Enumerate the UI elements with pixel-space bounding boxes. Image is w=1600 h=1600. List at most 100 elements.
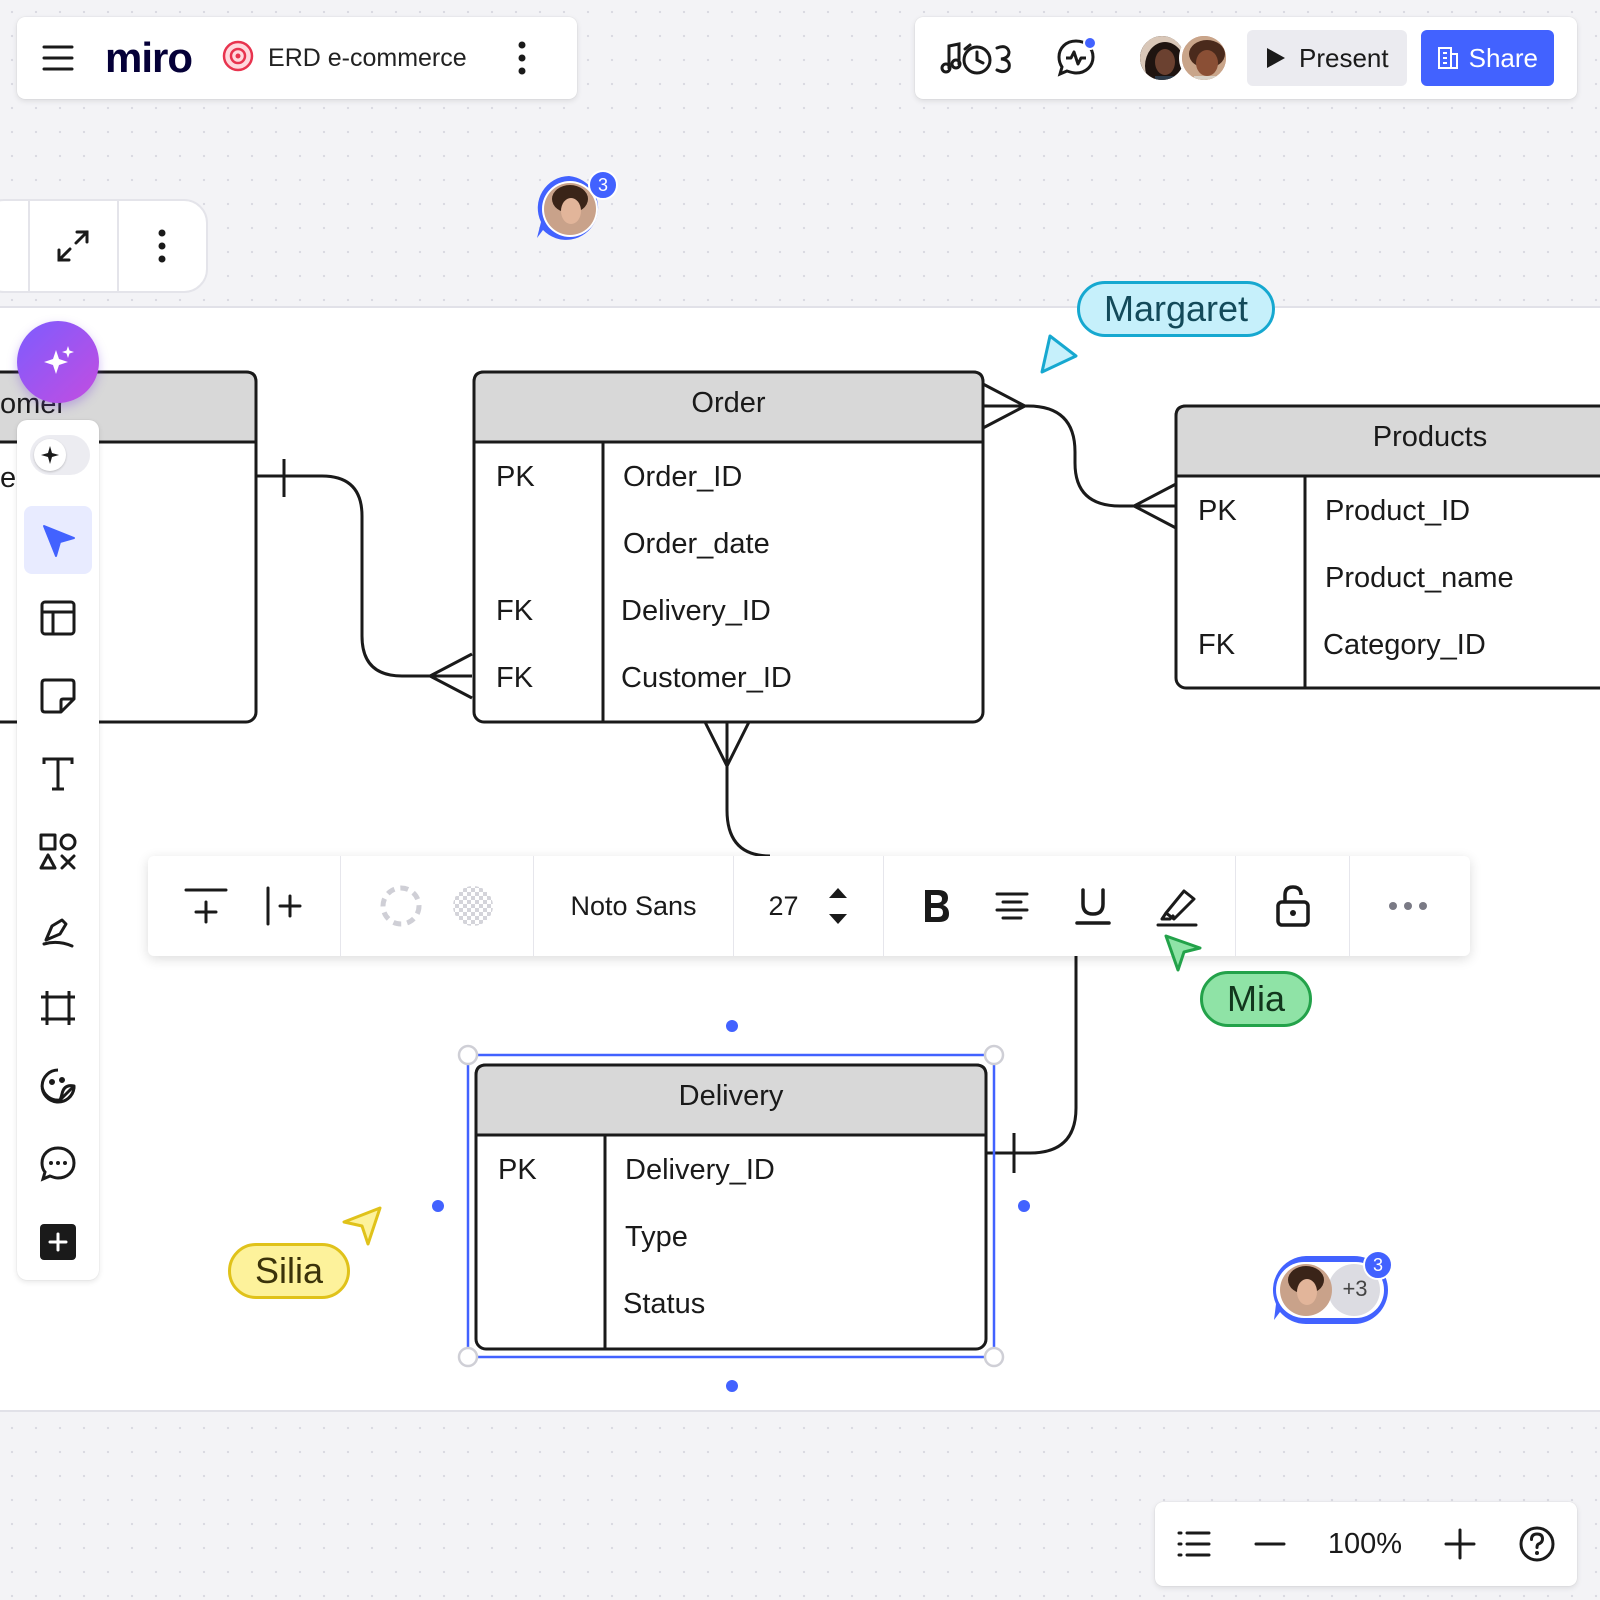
cursor-arrow-icon — [43, 525, 75, 557]
delivery-field-0[interactable]: Delivery_ID — [625, 1154, 775, 1186]
border-style-button[interactable] — [379, 884, 423, 928]
font-size-value[interactable]: 27 — [768, 890, 799, 921]
timer-music-button[interactable] — [937, 33, 1017, 83]
unlock-icon — [1275, 885, 1310, 927]
sparkle-knob-icon — [34, 439, 66, 471]
miro-logo: miro — [105, 34, 193, 81]
lock-button[interactable] — [1275, 884, 1311, 928]
highlight-button[interactable] — [1156, 885, 1198, 927]
format-toolbar: Noto Sans 27 — [148, 856, 1470, 956]
add-row-icon — [184, 888, 228, 924]
products-field-1: Product_name — [1325, 562, 1514, 594]
table-order — [472, 370, 985, 724]
shapes-tool[interactable] — [24, 818, 92, 886]
board-title[interactable]: ERD e-commerce — [268, 43, 467, 72]
frame-icon — [41, 991, 75, 1025]
highlighter-icon — [1156, 889, 1198, 927]
table-products-title: Products — [1372, 421, 1488, 453]
zoom-in-button[interactable] — [1444, 1528, 1476, 1560]
present-button[interactable]: Present — [1247, 30, 1407, 86]
stepper-arrows-icon — [828, 888, 847, 924]
cursor-arrow-margaret — [1040, 334, 1078, 374]
table-delivery-title[interactable]: Delivery — [678, 1080, 784, 1112]
order-field-2: Delivery_ID — [621, 595, 771, 627]
underline-icon — [1075, 888, 1111, 925]
delivery-field-2[interactable]: Status — [623, 1288, 706, 1320]
frame-toolbar — [0, 199, 208, 293]
underline-button[interactable] — [1073, 886, 1113, 926]
more-tools-button[interactable] — [24, 1208, 92, 1276]
minus-icon — [1254, 1542, 1286, 1546]
comment-count-badge: 3 — [588, 170, 618, 200]
frame-tool[interactable] — [24, 974, 92, 1042]
list-icon — [1177, 1531, 1211, 1557]
board-options-button[interactable] — [507, 38, 537, 78]
font-family-select[interactable]: Noto Sans — [570, 890, 697, 921]
text-icon — [42, 757, 74, 791]
add-column-icon — [266, 886, 302, 926]
reactions-button[interactable] — [1051, 33, 1101, 83]
board-outline-button[interactable] — [1176, 1529, 1212, 1559]
ai-assist-button[interactable] — [17, 321, 99, 403]
selection-box — [432, 1020, 1030, 1392]
play-icon — [1267, 48, 1285, 68]
share-button[interactable]: Share — [1420, 30, 1554, 86]
help-button[interactable] — [1518, 1525, 1556, 1563]
zoom-level[interactable]: 100% — [1327, 1527, 1403, 1560]
comment-icon — [40, 1146, 76, 1182]
collaborator-avatars[interactable] — [1137, 33, 1229, 83]
more-horizontal-icon — [1388, 902, 1427, 910]
board-header: miro ERD e-commerce — [17, 17, 577, 99]
ai-toggle[interactable] — [30, 435, 90, 475]
templates-tool[interactable] — [24, 584, 92, 652]
share-label: Share — [1468, 42, 1538, 73]
cursor-label-margaret: Margaret — [1077, 281, 1276, 337]
plus-icon — [1444, 1528, 1476, 1560]
zoom-out-button[interactable] — [1254, 1528, 1286, 1560]
table-products — [1174, 404, 1600, 690]
stickers-tool[interactable] — [24, 1052, 92, 1120]
comment-tool[interactable] — [24, 1130, 92, 1198]
delivery-field-1[interactable]: Type — [625, 1221, 688, 1253]
zoom-toolbar: 100% — [1155, 1502, 1577, 1586]
text-tool[interactable] — [24, 740, 92, 808]
add-row-button[interactable] — [184, 886, 228, 926]
frame-options-button[interactable] — [119, 199, 206, 293]
top-right-toolbar: Present Share — [915, 17, 1577, 99]
text-align-button[interactable] — [994, 890, 1030, 922]
sparkles-icon — [44, 346, 74, 374]
table-customer-row: e — [0, 462, 17, 494]
main-menu-button[interactable] — [41, 41, 75, 75]
template-icon — [40, 600, 76, 636]
help-icon — [1519, 1526, 1555, 1562]
shapes-icon — [39, 833, 77, 870]
products-field-2: Category_ID — [1323, 629, 1486, 661]
font-size-stepper[interactable] — [827, 884, 849, 928]
products-key-0: PK — [1198, 495, 1237, 527]
align-center-icon — [995, 892, 1029, 920]
expand-icon — [57, 230, 89, 262]
collaborator-cluster-bubble[interactable]: +3 3 — [1270, 1250, 1393, 1326]
table-order-title: Order — [691, 387, 766, 419]
sticky-note-tool[interactable] — [24, 662, 92, 730]
transparent-fill-icon — [453, 886, 493, 926]
add-column-button[interactable] — [264, 886, 304, 926]
more-vertical-icon — [158, 229, 166, 263]
select-tool[interactable] — [24, 506, 92, 574]
fit-to-screen-button[interactable] — [30, 199, 119, 293]
sticker-icon — [40, 1068, 76, 1104]
order-key-0: PK — [496, 461, 535, 493]
pen-tool[interactable] — [24, 896, 92, 964]
avatar[interactable] — [1179, 33, 1229, 83]
collaborator-comment-bubble[interactable]: 3 — [533, 170, 618, 244]
order-field-3: Customer_ID — [621, 662, 792, 694]
fill-color-button[interactable] — [451, 884, 495, 928]
more-options-button[interactable] — [1388, 901, 1428, 911]
bold-button[interactable] — [921, 888, 951, 924]
order-key-2: FK — [496, 595, 534, 627]
delivery-key-0[interactable]: PK — [498, 1154, 537, 1186]
more-vertical-icon — [518, 41, 526, 75]
cursor-label-silia: Silia — [228, 1243, 351, 1299]
cursor-label-mia: Mia — [1200, 971, 1313, 1027]
